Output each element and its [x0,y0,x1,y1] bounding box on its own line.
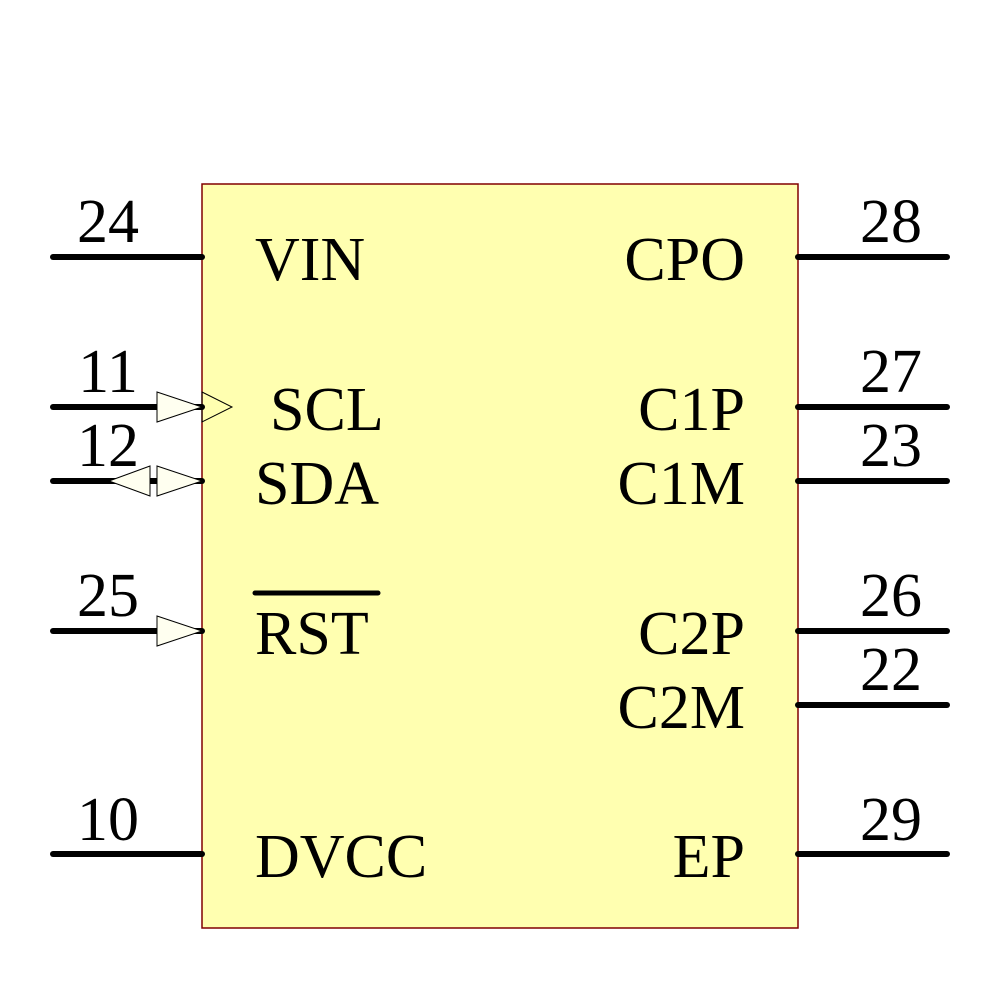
pin-name: DVCC [255,823,427,891]
pin-number: 23 [860,412,922,480]
pin-10[interactable]: 10 DVCC [50,786,427,891]
pin-number: 12 [77,412,139,480]
pin-name: C1P [638,376,745,444]
pin-22[interactable]: 22 C2M [618,636,950,742]
pin-name: C2M [618,674,745,742]
pin-name: EP [673,823,745,891]
pin-number: 29 [860,786,922,854]
pin-name: C1M [618,450,745,518]
pin-12[interactable]: 12 SDA [50,412,379,518]
pin-name: SCL [270,376,384,444]
pin-number: 22 [860,636,922,704]
pin-number: 28 [860,188,922,256]
pin-23[interactable]: 23 C1M [618,412,950,518]
pin-11[interactable]: 11 SCL [50,338,384,444]
pin-number: 10 [77,786,139,854]
component-body [201,183,799,929]
pin-28[interactable]: 28 CPO [624,188,950,294]
pin-number: 11 [78,338,138,406]
pin-number: 24 [77,188,139,256]
pin-29[interactable]: 29 EP [673,786,950,891]
pin-name: CPO [624,226,745,294]
input-arrow-icon [156,391,204,423]
pin-25[interactable]: 25 RST [50,562,381,668]
input-arrow-icon [201,391,234,423]
pin-name: SDA [255,450,379,518]
pin-name: RST [255,600,369,668]
bidirectional-arrow-icon [156,465,204,497]
pin-27[interactable]: 27 C1P [638,338,950,444]
pin-number: 25 [77,562,139,630]
pin-name: C2P [638,600,745,668]
bidirectional-arrow-icon [107,465,151,497]
input-arrow-icon [156,615,204,647]
pin-name: VIN [255,226,365,294]
pin-number: 26 [860,562,922,630]
pin-number: 27 [860,338,922,406]
pin-24[interactable]: 24 VIN [50,188,365,294]
pin-26[interactable]: 26 C2P [638,562,950,668]
